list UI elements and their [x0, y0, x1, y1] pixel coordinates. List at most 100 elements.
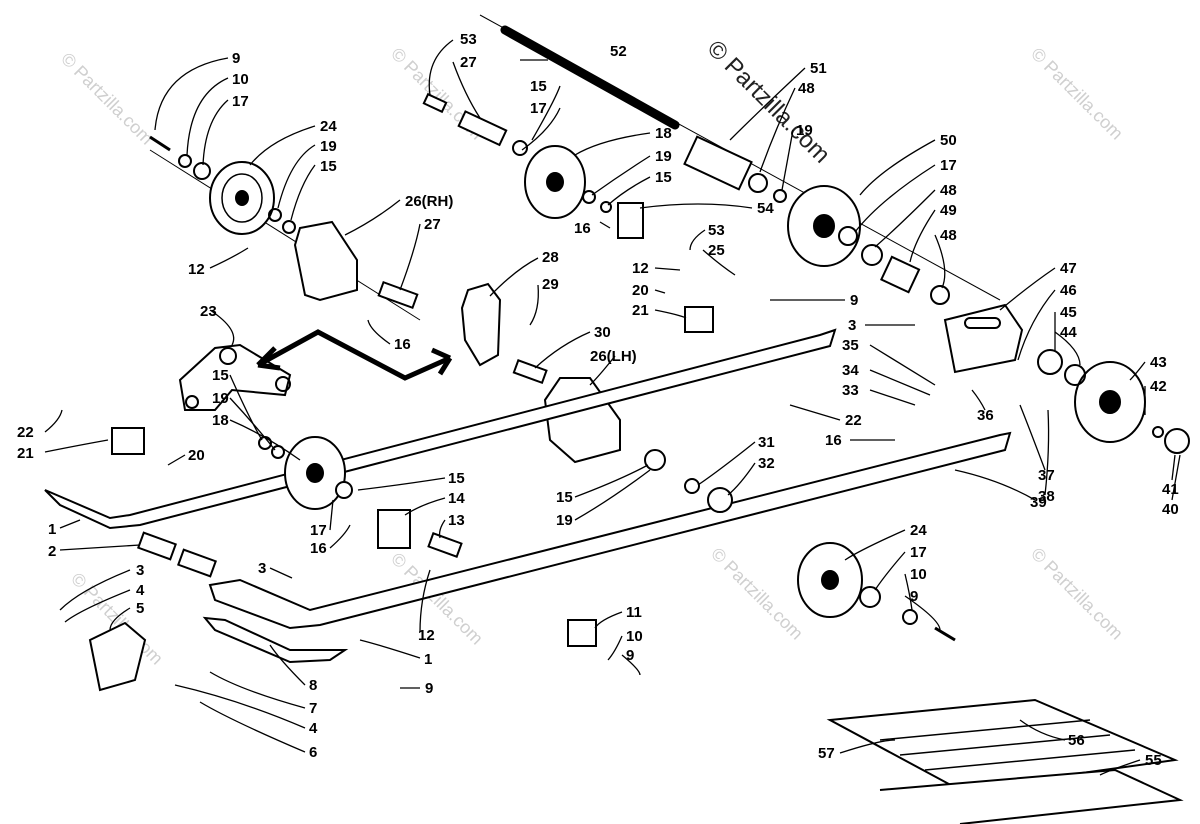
callout-16: 16	[825, 432, 842, 449]
callout-10: 10	[626, 628, 643, 645]
callout-41: 41	[1162, 481, 1179, 498]
callout-22: 22	[845, 412, 862, 429]
callout-10: 10	[910, 566, 927, 583]
callout-9: 9	[232, 50, 240, 67]
callout-12: 12	[418, 627, 435, 644]
hub-44	[1064, 364, 1086, 386]
tube-53a	[422, 92, 448, 114]
callout-25: 25	[708, 242, 725, 259]
leader-lines	[44, 39, 1181, 776]
callout-39: 39	[1030, 494, 1047, 511]
spacer-51	[683, 135, 753, 191]
washer-15d	[335, 481, 353, 499]
callout-33: 33	[842, 382, 859, 399]
watermark: © Partzilla.com	[57, 49, 157, 149]
callout-23: 23	[200, 303, 217, 320]
callout-19: 19	[556, 512, 573, 529]
callout-26rh: 26(RH)	[405, 193, 453, 210]
washer-10	[178, 154, 192, 168]
washer-19c	[773, 189, 787, 203]
washer-10b	[902, 609, 918, 625]
callout-17: 17	[940, 157, 957, 174]
callout-labels: 9 10 17 24 19 15 26(RH) 27 12 23 16 28 2…	[17, 31, 1179, 769]
callout-24: 24	[320, 118, 337, 135]
bracket-26rh	[293, 220, 358, 302]
block-21a	[684, 306, 714, 333]
callout-4: 4	[136, 582, 145, 599]
callout-4: 4	[309, 720, 318, 737]
callout-14: 14	[448, 490, 465, 507]
callout-24: 24	[910, 522, 927, 539]
callout-9: 9	[425, 680, 433, 697]
callout-21: 21	[632, 302, 649, 319]
callout-13: 13	[448, 512, 465, 529]
bracket-28	[460, 282, 502, 367]
callout-17: 17	[232, 93, 249, 110]
bolt-9	[149, 135, 171, 152]
callout-27: 27	[460, 54, 477, 71]
spacer-13	[427, 532, 463, 558]
callout-32: 32	[758, 455, 775, 472]
bushing-32	[707, 487, 733, 513]
callout-11: 11	[626, 604, 642, 621]
callout-16: 16	[394, 336, 411, 353]
callout-19: 19	[655, 148, 672, 165]
callout-49: 49	[940, 202, 957, 219]
callout-40: 40	[1162, 501, 1179, 518]
slide-rail-left	[44, 328, 837, 530]
track-section-55	[879, 768, 1184, 824]
callout-19: 19	[320, 138, 337, 155]
callout-10: 10	[232, 71, 249, 88]
spacer-27a	[377, 280, 419, 310]
callout-55: 55	[1145, 752, 1162, 769]
callout-35: 35	[842, 337, 859, 354]
callout-48: 48	[940, 182, 957, 199]
bearing-19e	[644, 449, 666, 471]
callout-38: 38	[1038, 488, 1055, 505]
bumper-5	[88, 621, 147, 692]
axle-centerline	[149, 149, 421, 321]
cap-40	[1164, 428, 1190, 454]
callout-15: 15	[556, 489, 573, 506]
bracket-14	[377, 509, 411, 549]
slide-rail-right	[208, 431, 1012, 630]
callout-27: 27	[424, 216, 441, 233]
callout-44: 44	[1060, 324, 1077, 341]
washer-15	[282, 220, 296, 234]
callout-29: 29	[542, 276, 559, 293]
callout-20: 20	[632, 282, 649, 299]
callout-9: 9	[850, 292, 858, 309]
callout-17: 17	[910, 544, 927, 561]
callout-42: 42	[1150, 378, 1167, 395]
callout-17: 17	[310, 522, 327, 539]
callout-30: 30	[594, 324, 611, 341]
callout-17: 17	[530, 100, 547, 117]
callout-3: 3	[848, 317, 856, 334]
callout-15: 15	[212, 367, 229, 384]
callout-46: 46	[1060, 282, 1077, 299]
callout-1: 1	[48, 521, 56, 538]
callout-9: 9	[910, 588, 918, 605]
spacer-2	[137, 531, 177, 561]
callout-3: 3	[258, 560, 266, 577]
callout-26lh: 26(LH)	[590, 348, 637, 365]
tube-27b	[457, 110, 508, 147]
callout-3: 3	[136, 562, 144, 579]
bearing-48c	[930, 285, 950, 305]
callout-15: 15	[655, 169, 672, 186]
callout-47: 47	[1060, 260, 1077, 277]
callout-15: 15	[530, 78, 547, 95]
block-11	[567, 619, 597, 647]
callout-16: 16	[310, 540, 327, 557]
watermark: © Partzilla.com	[1027, 544, 1127, 644]
callout-9: 9	[626, 647, 634, 664]
callout-7: 7	[309, 700, 317, 717]
callout-31: 31	[758, 434, 775, 451]
watermark: © Partzilla.com	[1027, 44, 1127, 144]
callout-48: 48	[940, 227, 957, 244]
rail-slide-8	[202, 616, 349, 664]
callout-51: 51	[810, 60, 827, 77]
bracket-54	[617, 202, 644, 239]
callout-45: 45	[1060, 304, 1077, 321]
